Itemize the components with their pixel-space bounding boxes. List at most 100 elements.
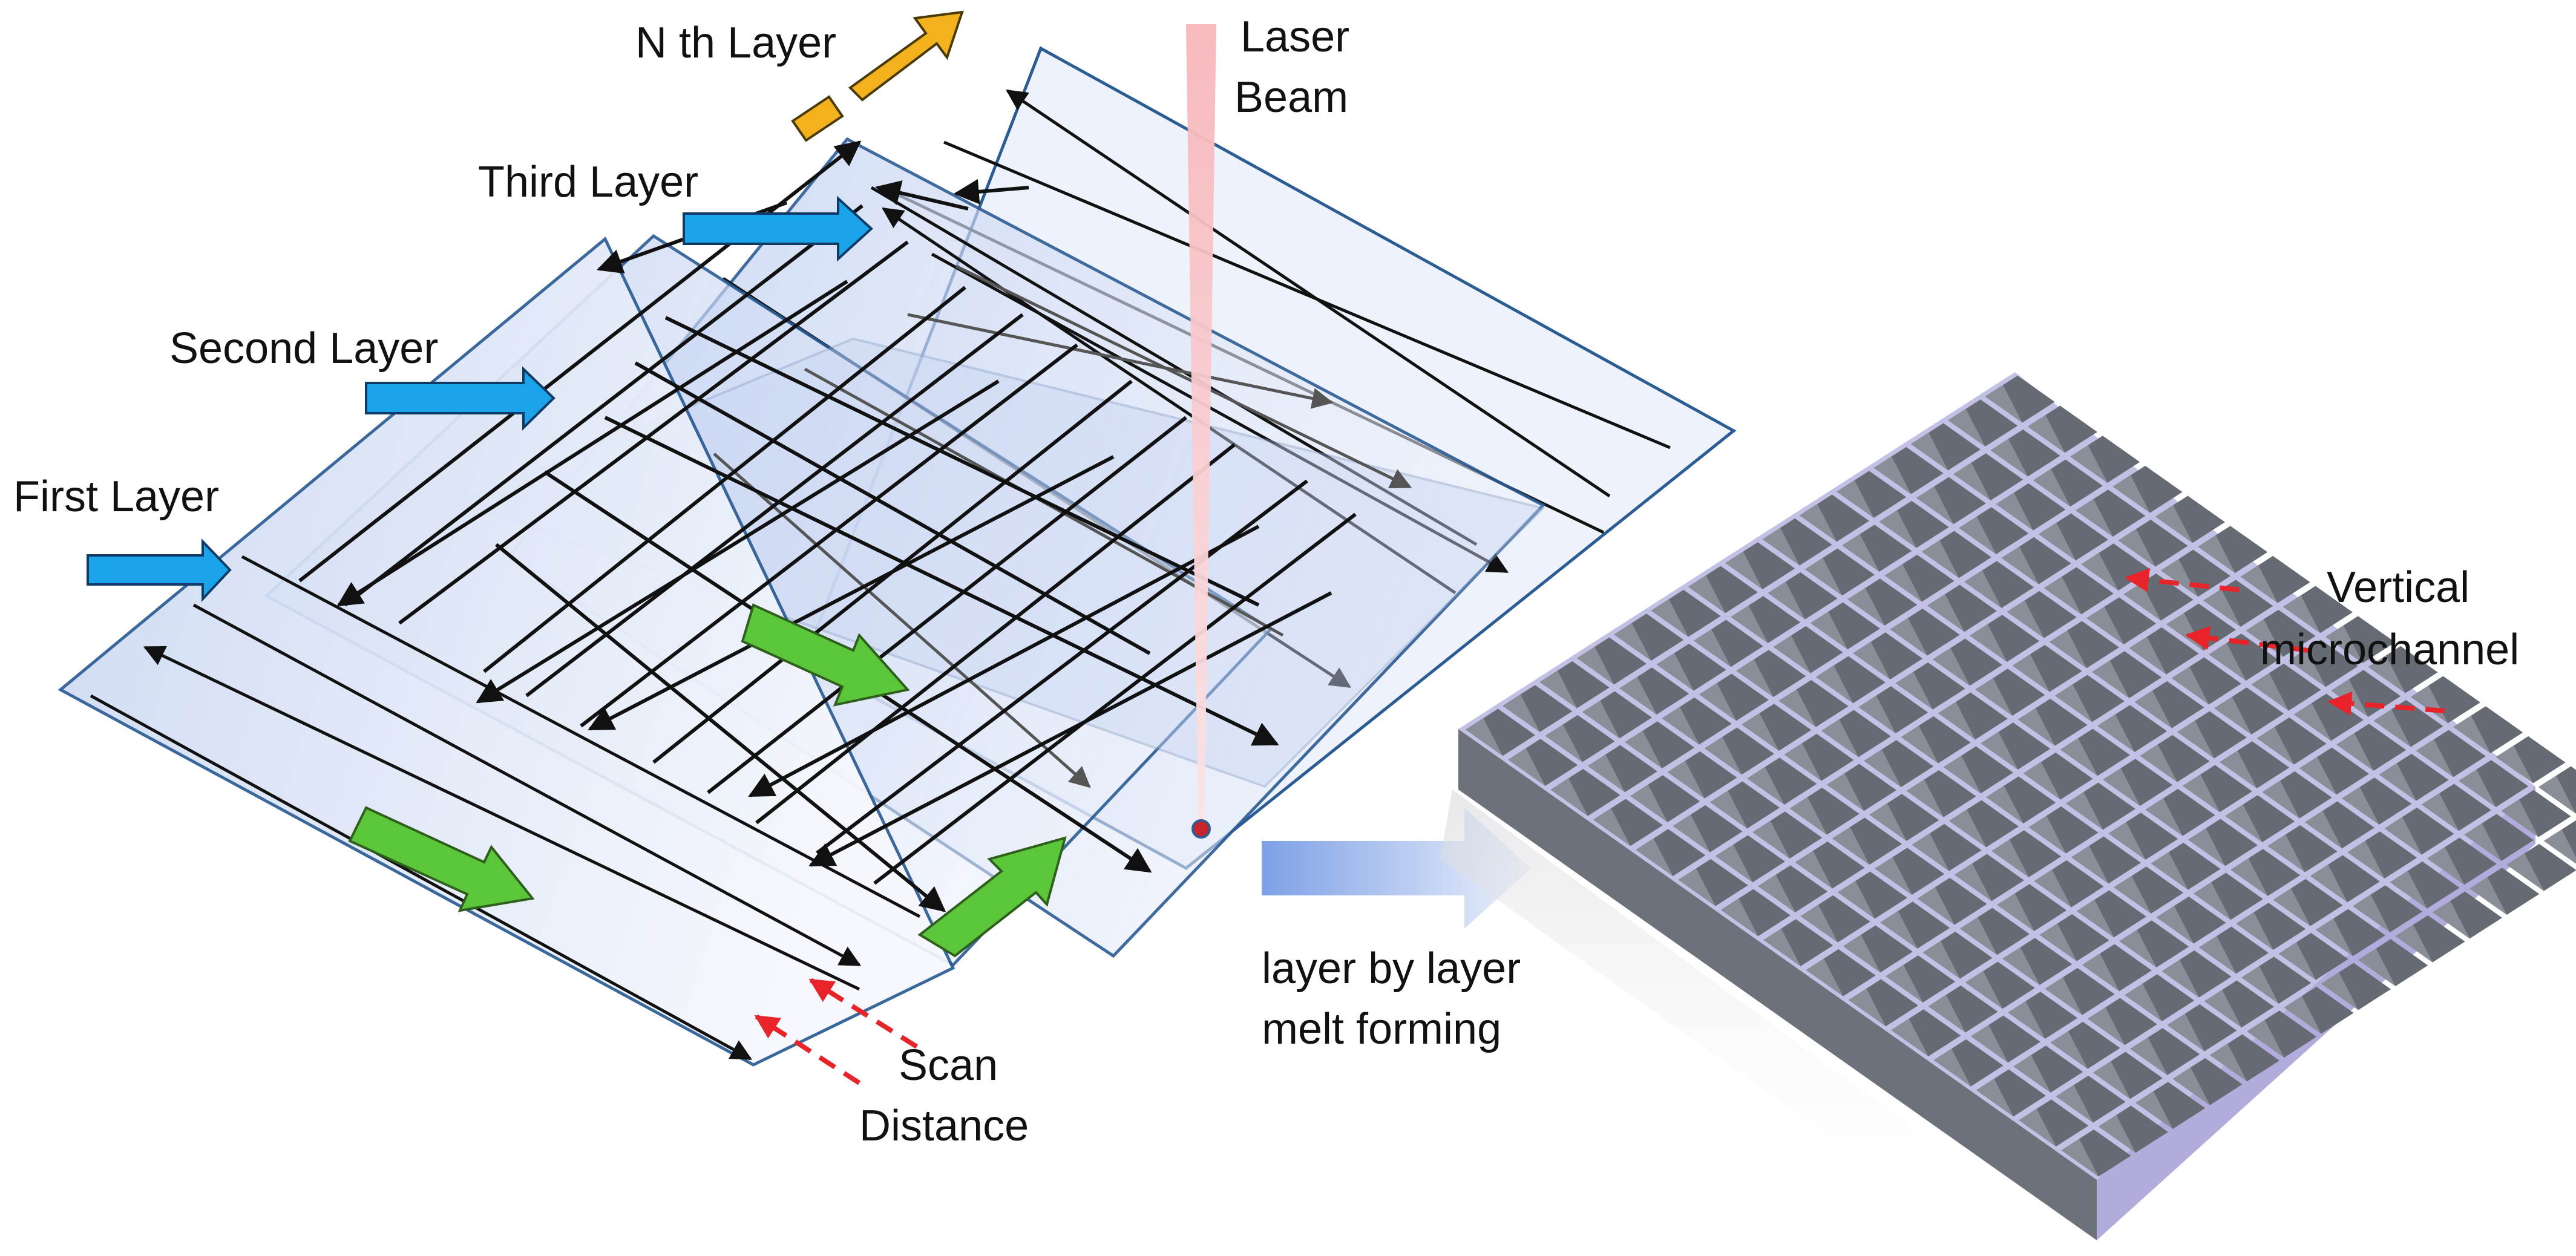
microchannel-cell-wall xyxy=(2045,977,2082,1015)
first-layer-arrow xyxy=(87,538,232,603)
microchannel-cell-wall xyxy=(2421,793,2459,831)
microchannel-cell-wall xyxy=(1837,480,1874,518)
microchannel-cell-wall xyxy=(2033,469,2071,507)
microchannel-cell-wall xyxy=(2155,505,2193,543)
microchannel-cell-wall xyxy=(1837,881,1875,919)
microchannel-cell-wall xyxy=(1853,641,1890,680)
scan-arrow-2 xyxy=(348,806,535,912)
microchannel-cell-wall xyxy=(2198,936,2237,974)
laser-label-line2: Beam xyxy=(1234,73,1348,122)
nth-layer-arrow xyxy=(791,10,964,142)
microchannel-cell-wall xyxy=(2027,415,2065,453)
microchannel-cell-wall xyxy=(1932,648,1970,686)
microchannel-cell-wall xyxy=(2469,877,2507,915)
microchannel-cell-wall xyxy=(1773,635,1811,673)
microchannel-cell-wall xyxy=(1576,647,1614,685)
microchannel-cell-wall xyxy=(2236,912,2273,950)
nth-layer-label: N th Layer xyxy=(635,19,836,67)
microchannel-cell-wall xyxy=(1789,797,1827,835)
microchannel-cell-wall xyxy=(1953,462,1991,501)
microchannel-cell-wall xyxy=(2304,811,2342,849)
microchannel-cell-wall xyxy=(1847,587,1885,626)
microchannel-cell-wall xyxy=(1799,504,1837,542)
microchannel-block xyxy=(1440,372,2576,1256)
microchannel-cell-wall xyxy=(2543,829,2576,864)
microchannel-cell-wall xyxy=(1975,678,2013,716)
microchannel-cell-wall xyxy=(2177,721,2215,759)
microchannel-cell-wall xyxy=(2145,798,2183,836)
microchannel-cell-wall xyxy=(1614,623,1651,661)
microchannel-cell-wall xyxy=(1582,701,1620,739)
microchannel-cell-wall xyxy=(1895,672,1933,710)
microchannel-cell-wall xyxy=(1997,893,2034,932)
microchannel-cell-wall xyxy=(1901,725,1938,764)
process-label-line1: layer by layer xyxy=(1262,944,1521,993)
second-layer-label: Second Layer xyxy=(169,324,438,373)
microchannel-cell-wall xyxy=(1636,838,1673,877)
microchannel-cell-wall xyxy=(1630,784,1668,823)
microchannel-cell-wall xyxy=(1550,778,1588,816)
microchannel-cell-wall xyxy=(2225,804,2263,843)
microchannel-pointers xyxy=(2125,567,2445,716)
microchannel-cell-wall xyxy=(2171,667,2209,705)
microchannel-cell-wall xyxy=(2103,768,2140,806)
microchannel-cell-wall xyxy=(2182,774,2220,813)
microchannel-cell-wall xyxy=(2070,445,2108,483)
microchannel-cell-wall xyxy=(1916,486,1954,525)
microchannel-cell-wall xyxy=(1848,989,1886,1027)
microchannel-cell-wall xyxy=(1795,851,1832,889)
microchannel-cell-wall xyxy=(1864,749,1901,788)
microchannel-cell-wall xyxy=(1948,810,1987,848)
microchannel-cell-wall xyxy=(1880,911,1918,949)
microchannel-cell-wall xyxy=(2060,738,2098,776)
microchannel-cell-wall xyxy=(2204,990,2242,1028)
microchannel-cell-wall xyxy=(2172,1067,2210,1105)
microchannel-cell-wall xyxy=(1921,540,1959,578)
microchannel-cell-wall xyxy=(2054,684,2093,722)
microchannel-cell-wall xyxy=(1804,558,1843,596)
microchannel-cell-wall xyxy=(2214,696,2252,735)
laser-beam xyxy=(1186,24,1216,839)
microchannel-cell-wall xyxy=(1959,917,1998,955)
scan-layers xyxy=(57,10,1737,1085)
microchannel-cell-wall xyxy=(1503,694,1540,733)
microchannel-cell-wall xyxy=(1678,868,1716,906)
microchannel-cell-wall xyxy=(2353,894,2390,933)
scan-direction-arrows xyxy=(348,603,1067,958)
microchannel-cell-wall xyxy=(2220,750,2257,789)
microchannel-grid xyxy=(1465,375,2576,1177)
microchannel-cell-wall xyxy=(1800,904,1838,943)
microchannel-cell-wall xyxy=(1912,833,1949,871)
microchannel-cell-wall xyxy=(2230,858,2268,897)
microchannel-cell-wall xyxy=(2118,529,2155,567)
microchannel-cell-wall xyxy=(2034,869,2071,908)
scan-distance-line2: Distance xyxy=(859,1102,1029,1150)
microchannel-cell-wall xyxy=(1996,492,2033,531)
microchannel-cell-wall xyxy=(2188,828,2226,866)
microchannel-cell-wall xyxy=(2453,715,2491,754)
microchannel-cell-wall xyxy=(1928,995,1965,1033)
microchannel-cell-wall xyxy=(1656,653,1694,691)
block-front-face xyxy=(1458,729,2097,1240)
process-label-line2: melt forming xyxy=(1262,1005,1501,1053)
microchannel-cell-wall xyxy=(1981,731,2018,770)
second-layer-arrow xyxy=(365,366,556,431)
microchannel-cell-wall xyxy=(2427,847,2465,885)
microchannel-cell-wall xyxy=(2395,924,2433,963)
microchannel-cell-wall xyxy=(1986,785,2024,824)
third-layer-arrow xyxy=(683,195,873,262)
microchannel-cell-wall xyxy=(2251,673,2289,711)
microchannel-cell-wall xyxy=(2247,1019,2284,1058)
microchannel-cell-wall xyxy=(1891,1018,1929,1057)
microchannel-cell-wall xyxy=(2278,942,2316,980)
microchannel-cell-wall xyxy=(1970,1025,2008,1063)
microchannel-cell-wall xyxy=(2384,817,2422,855)
microchannel-cell-wall xyxy=(2050,1031,2088,1069)
microchannel-cell-wall xyxy=(2061,1139,2099,1177)
microchannel-cell-wall xyxy=(1948,408,1985,447)
microchannel-cell-wall xyxy=(1742,713,1779,751)
microchannel-cell-wall xyxy=(2410,685,2448,724)
microchannel-cell-wall xyxy=(1985,385,2022,423)
scan-grid xyxy=(298,140,1357,912)
microchannel-cell-wall xyxy=(1843,935,1881,973)
